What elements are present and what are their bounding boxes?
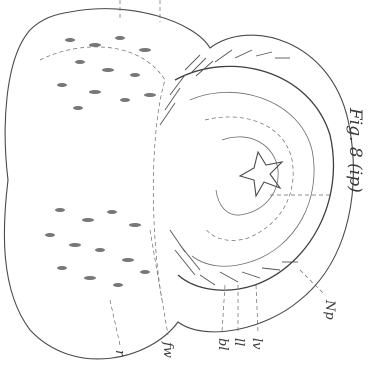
left-lobe-stipple — [45, 36, 156, 287]
outer-outline — [4, 9, 353, 359]
label-fw: fw — [160, 341, 175, 358]
label-np: Np — [322, 299, 337, 320]
lower-hatched-band — [170, 230, 298, 285]
figure-caption: Fig. 8 (ip) — [345, 107, 365, 193]
label-bl: bl — [215, 338, 230, 350]
cavity-outline — [216, 137, 278, 215]
outer-band-right — [175, 66, 333, 290]
label-ll: ll — [231, 338, 246, 346]
label-lv: lv — [249, 338, 264, 350]
label-r: r — [112, 350, 127, 357]
central-lumen — [240, 152, 282, 196]
upper-hatched-band — [160, 50, 290, 125]
